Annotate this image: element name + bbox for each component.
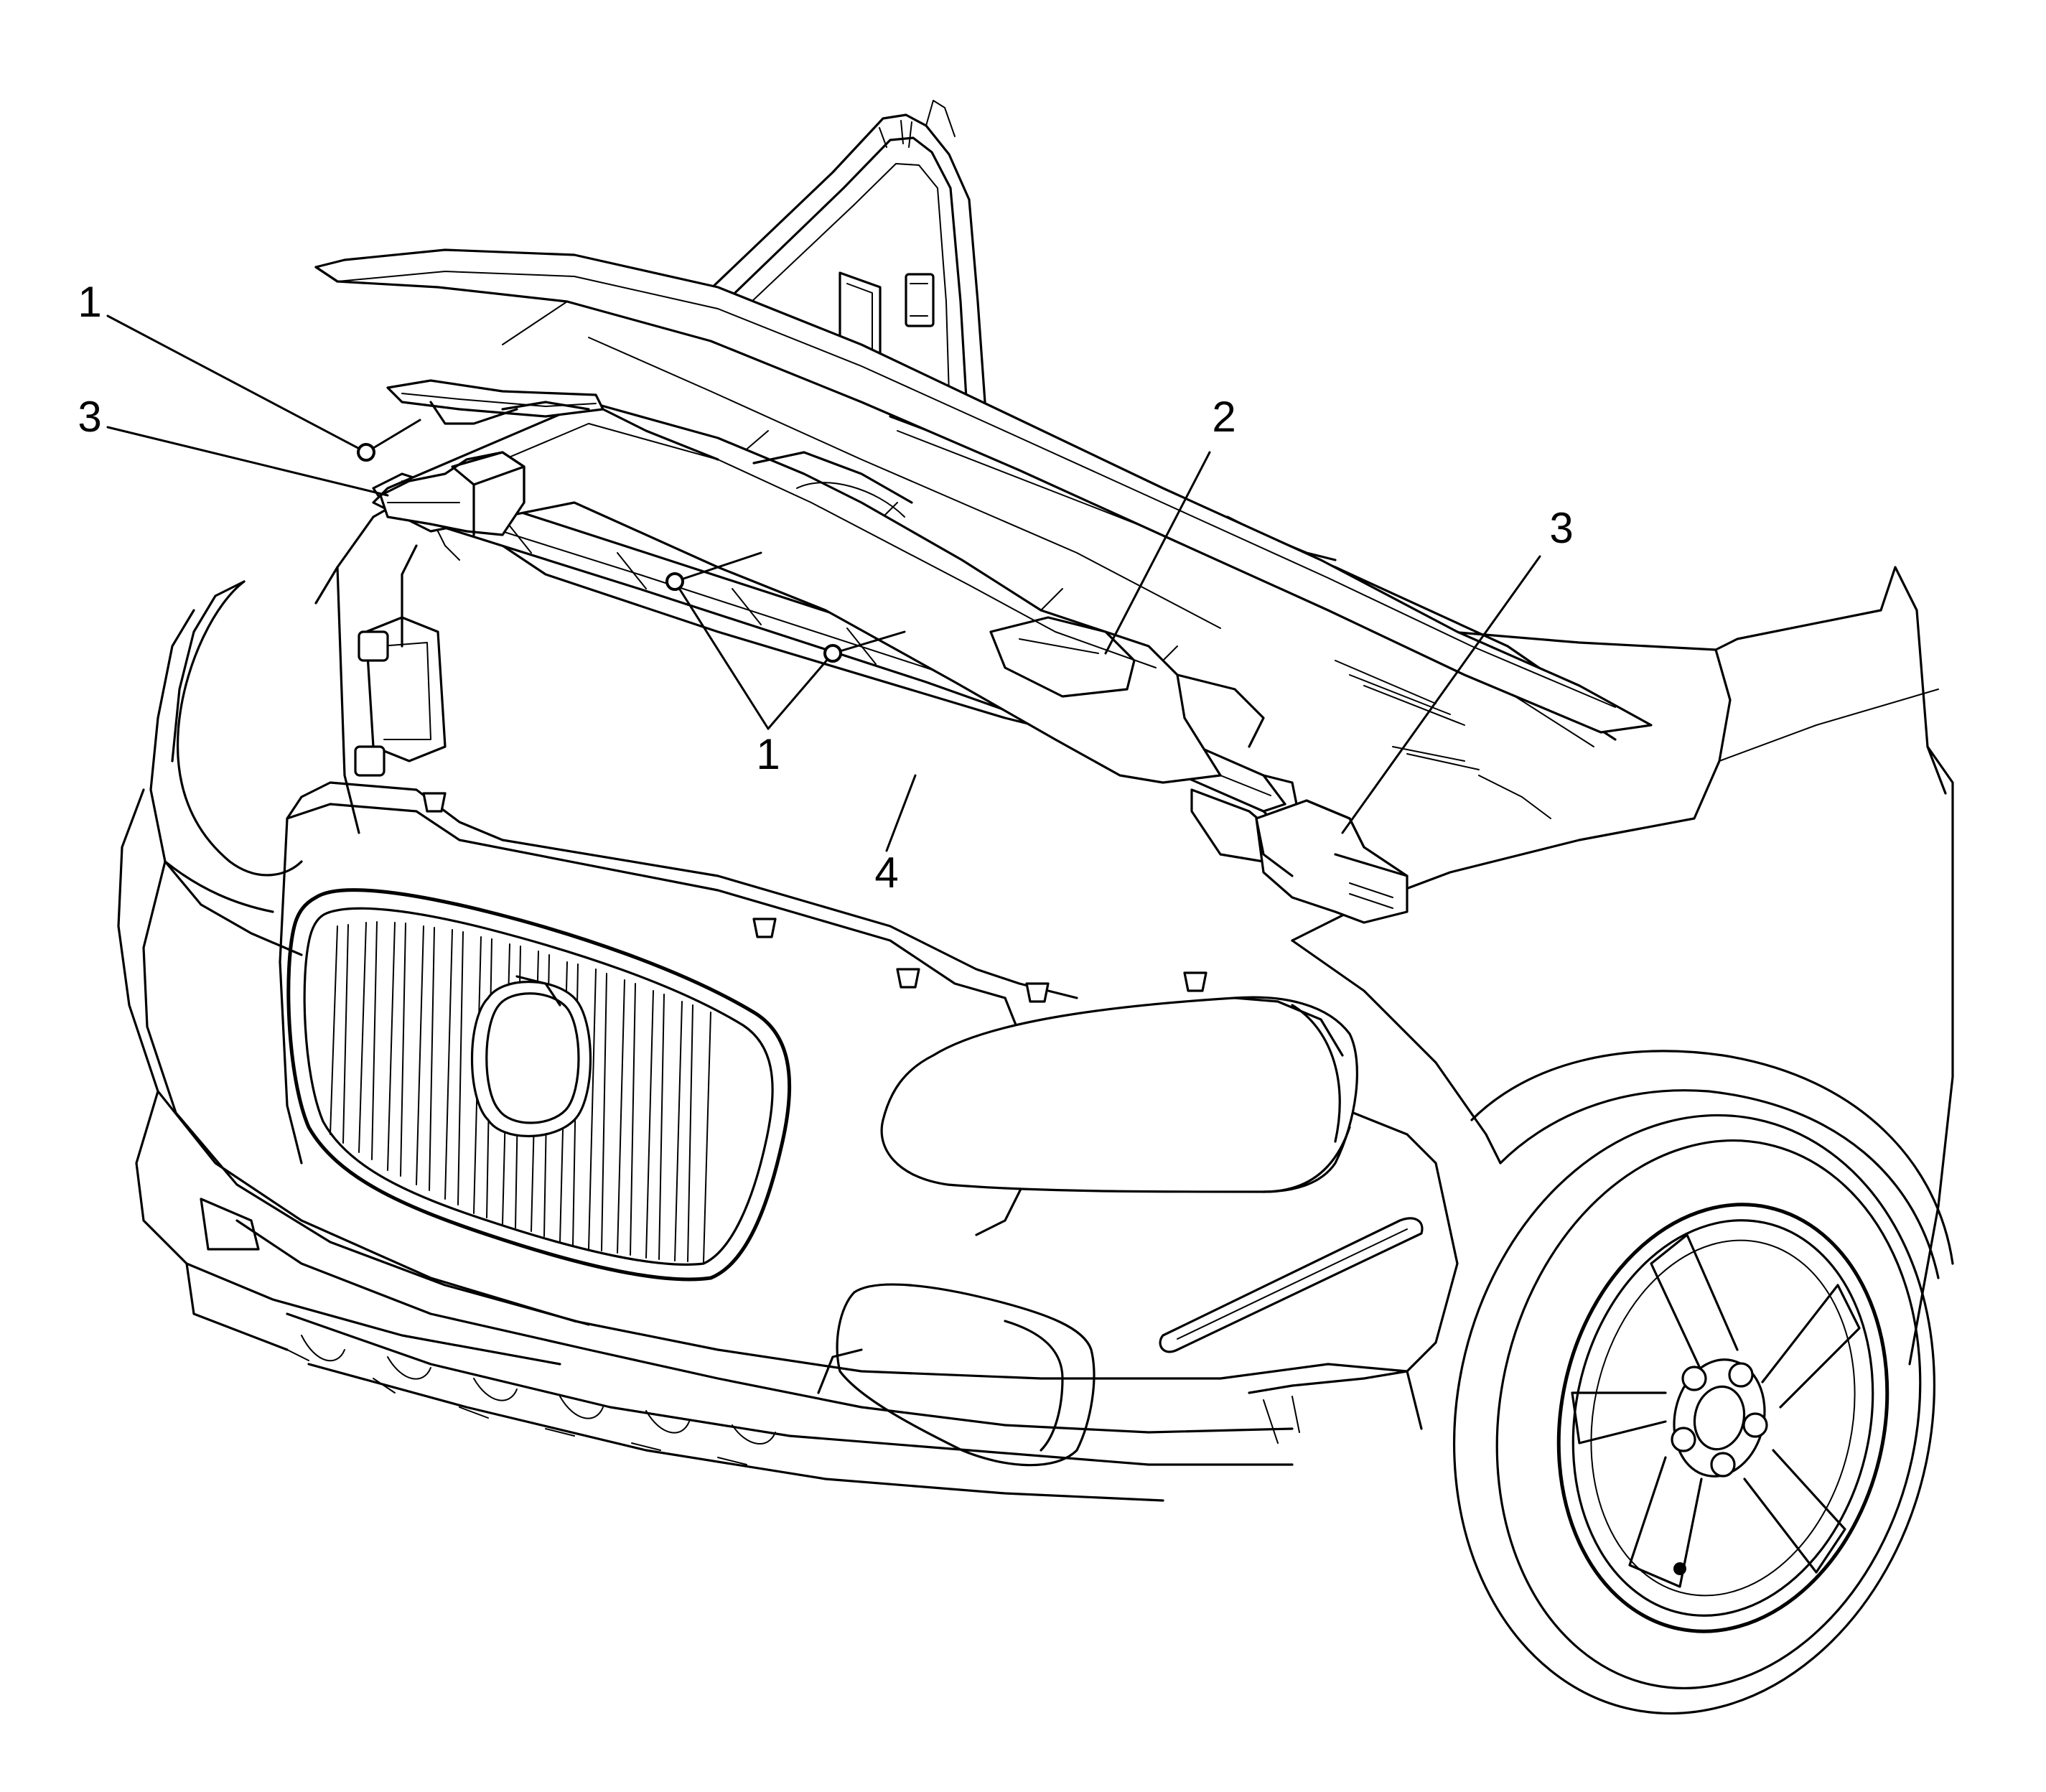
callout-label: 1 (78, 278, 101, 326)
push-pin-fastener (823, 644, 842, 663)
radiator-support-studs (422, 792, 1207, 1003)
leader-1-lower-b (767, 652, 834, 730)
callout-labels: 1 3 2 3 1 4 (78, 278, 1573, 897)
leader-1-upper (106, 314, 368, 454)
callout-label: 4 (874, 849, 898, 897)
air-deflector-left (379, 451, 525, 536)
callout-label: 3 (1549, 504, 1573, 552)
radiator-upper-shield (372, 401, 1265, 784)
radiator-trim-strip (386, 379, 719, 461)
fog-lamp (817, 1283, 1096, 1467)
front-fascia (117, 580, 1423, 1502)
callout-label: 3 (78, 393, 101, 441)
right-fender (1291, 566, 1954, 1373)
headlamp-left (164, 580, 303, 913)
leader-2 (1104, 451, 1211, 655)
grille (286, 888, 792, 1282)
callout-label: 1 (756, 730, 780, 778)
side-marker-lamp (1159, 1217, 1424, 1353)
leader-3-left (106, 426, 389, 497)
leader-3-right (1341, 555, 1541, 834)
leader-1-lower-a (673, 580, 770, 730)
headlamp-right (880, 996, 1359, 1193)
front-wheel (1453, 1114, 1935, 1715)
air-deflector-right (1255, 799, 1409, 924)
callout-label: 2 (1212, 393, 1235, 441)
fasteners (357, 443, 842, 663)
push-pin-fastener (665, 572, 684, 591)
leader-4 (885, 774, 917, 852)
callout-leaders (106, 314, 1541, 852)
push-pin-fastener (357, 443, 375, 462)
